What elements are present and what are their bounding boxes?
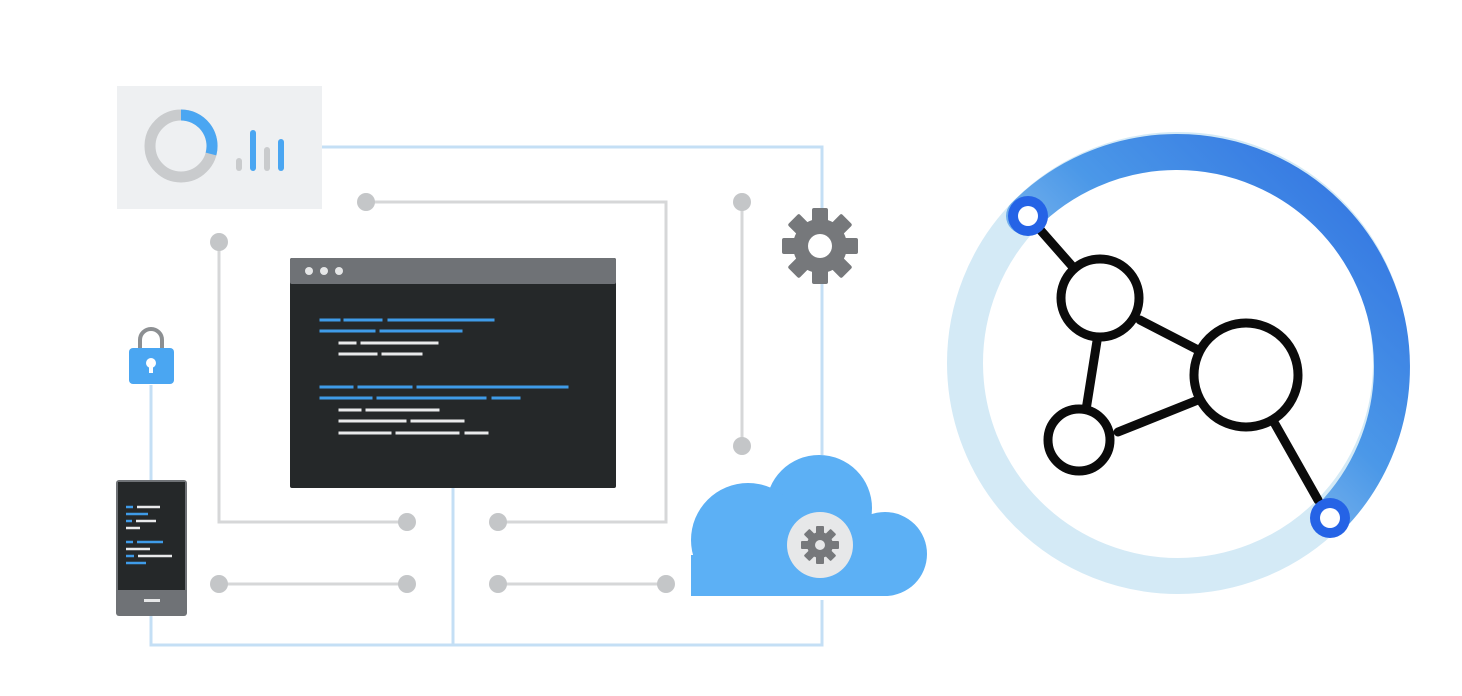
connector-node [733, 437, 751, 455]
graph-node [1043, 404, 1115, 476]
graph-node [1056, 254, 1144, 342]
connector-nodes [210, 193, 751, 593]
gray-connector-lines [217, 200, 744, 586]
lock-icon [129, 327, 174, 384]
connector-node [398, 513, 416, 531]
connector-node [398, 575, 416, 593]
logo-ring-arc [1006, 134, 1410, 536]
donut-chart-icon [144, 109, 218, 183]
connector-node [210, 575, 228, 593]
cloud-gear-icon [690, 455, 928, 600]
graph-node [1189, 318, 1303, 432]
connector-node [657, 575, 675, 593]
cloud-gear-inner-icon [801, 526, 839, 564]
connector-node [489, 575, 507, 593]
connector-node [489, 513, 507, 531]
analytics-panel [117, 86, 322, 209]
bar-chart-icon [236, 130, 284, 171]
connector-node [210, 233, 228, 251]
blue-connector-lines [149, 145, 824, 647]
mobile-phone-icon [116, 480, 187, 616]
gear-icon [782, 208, 858, 284]
network-graph-logo [947, 132, 1410, 594]
connector-node [357, 193, 375, 211]
graph-nodes [1043, 254, 1303, 476]
connector-node [733, 193, 751, 211]
code-editor-icon [290, 258, 616, 488]
graph-endpoints [1008, 196, 1350, 538]
